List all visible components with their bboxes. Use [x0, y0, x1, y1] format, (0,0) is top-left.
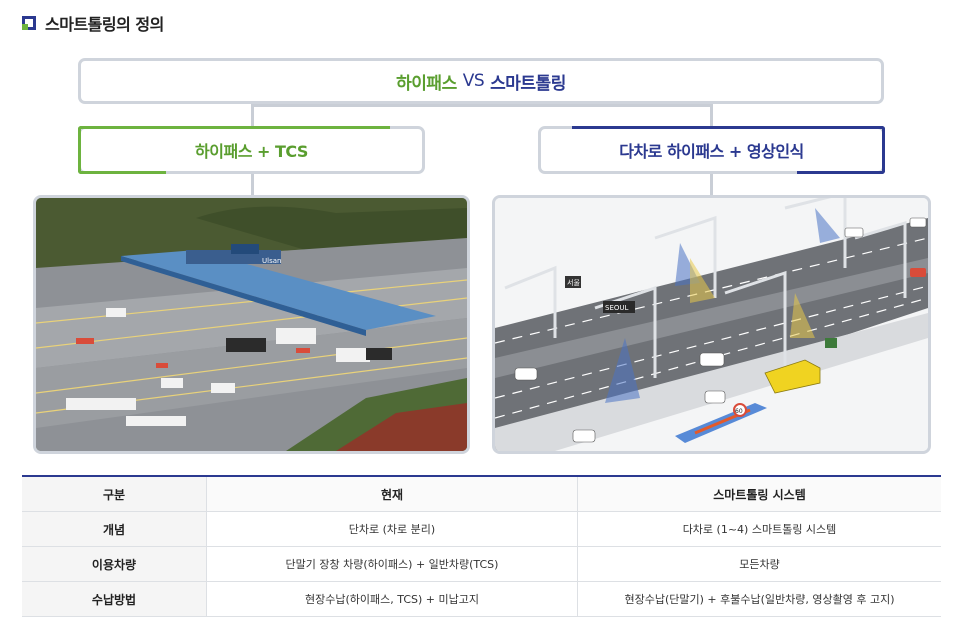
row-current: 단차로 (차로 분리) — [206, 511, 578, 547]
square-bullet-icon — [22, 16, 36, 30]
table-header-row: 구분 현재 스마트톨링 시스템 — [22, 476, 941, 512]
seoul-english-sign: SEOUL — [605, 304, 628, 312]
comparison-table: 구분 현재 스마트톨링 시스템 개념 단차로 (차로 분리) 다차로 (1~4)… — [22, 475, 941, 617]
multilane-label: 다차로 하이패스 + 영상인식 — [619, 142, 804, 161]
section-title: 스마트톨링의 정의 — [45, 15, 164, 34]
row-smart: 모든차량 — [577, 546, 941, 582]
navy-accent-top — [572, 126, 885, 129]
table-row: 이용차량 단말기 장창 차량(하이패스) + 일반차량(TCS) 모든차량 — [22, 546, 941, 582]
connector-left-down — [251, 104, 254, 126]
section-header: 스마트톨링의 정의 — [22, 12, 164, 34]
row-label: 수납방법 — [22, 581, 207, 617]
hipass-label: 하이패스 — [396, 73, 457, 94]
green-accent-bottom — [78, 171, 166, 174]
speed-limit-sign: 60 — [735, 408, 743, 415]
hipass-tcs-label: 하이패스 + TCS — [195, 142, 308, 161]
green-accent-side — [78, 126, 81, 174]
header-category: 구분 — [22, 476, 207, 512]
connector-left-photo — [251, 174, 254, 195]
row-label: 개념 — [22, 511, 207, 547]
smart-tolling-illustration: 서울 SEOUL 60 — [492, 195, 931, 454]
table-row: 수납방법 현장수납(하이패스, TCS) + 미납고지 현장수납(단말기) + … — [22, 581, 941, 617]
connector-right-photo — [710, 174, 713, 195]
table-row: 개념 단차로 (차로 분리) 다차로 (1~4) 스마트톨링 시스템 — [22, 511, 941, 547]
header-current: 현재 — [206, 476, 578, 512]
header-smart-system: 스마트톨링 시스템 — [577, 476, 941, 512]
seoul-korean-sign: 서울 — [567, 278, 580, 287]
navy-accent-side — [882, 126, 885, 174]
navy-accent-bottom — [797, 171, 885, 174]
connector-top — [252, 104, 712, 107]
smart-tolling-label: 스마트톨링 — [490, 73, 566, 94]
row-current: 현장수납(하이패스, TCS) + 미납고지 — [206, 581, 578, 617]
multilane-box: 다차로 하이패스 + 영상인식 — [538, 126, 885, 174]
row-label: 이용차량 — [22, 546, 207, 582]
row-smart: 현장수납(단말기) + 후불수납(일반차량, 영상촬영 후 고지) — [577, 581, 941, 617]
toll-plaza-photo: Ulsan — [33, 195, 470, 454]
green-accent-top — [78, 126, 390, 129]
hipass-tcs-box: 하이패스 + TCS — [78, 126, 425, 174]
comparison-box: 하이패스 VS 스마트톨링 — [78, 58, 884, 104]
row-current: 단말기 장창 차량(하이패스) + 일반차량(TCS) — [206, 546, 578, 582]
row-smart: 다차로 (1~4) 스마트톨링 시스템 — [577, 511, 941, 547]
connector-right-down — [710, 104, 713, 126]
ulsan-sign-text: Ulsan — [262, 257, 281, 265]
vs-label: VS — [462, 71, 485, 91]
